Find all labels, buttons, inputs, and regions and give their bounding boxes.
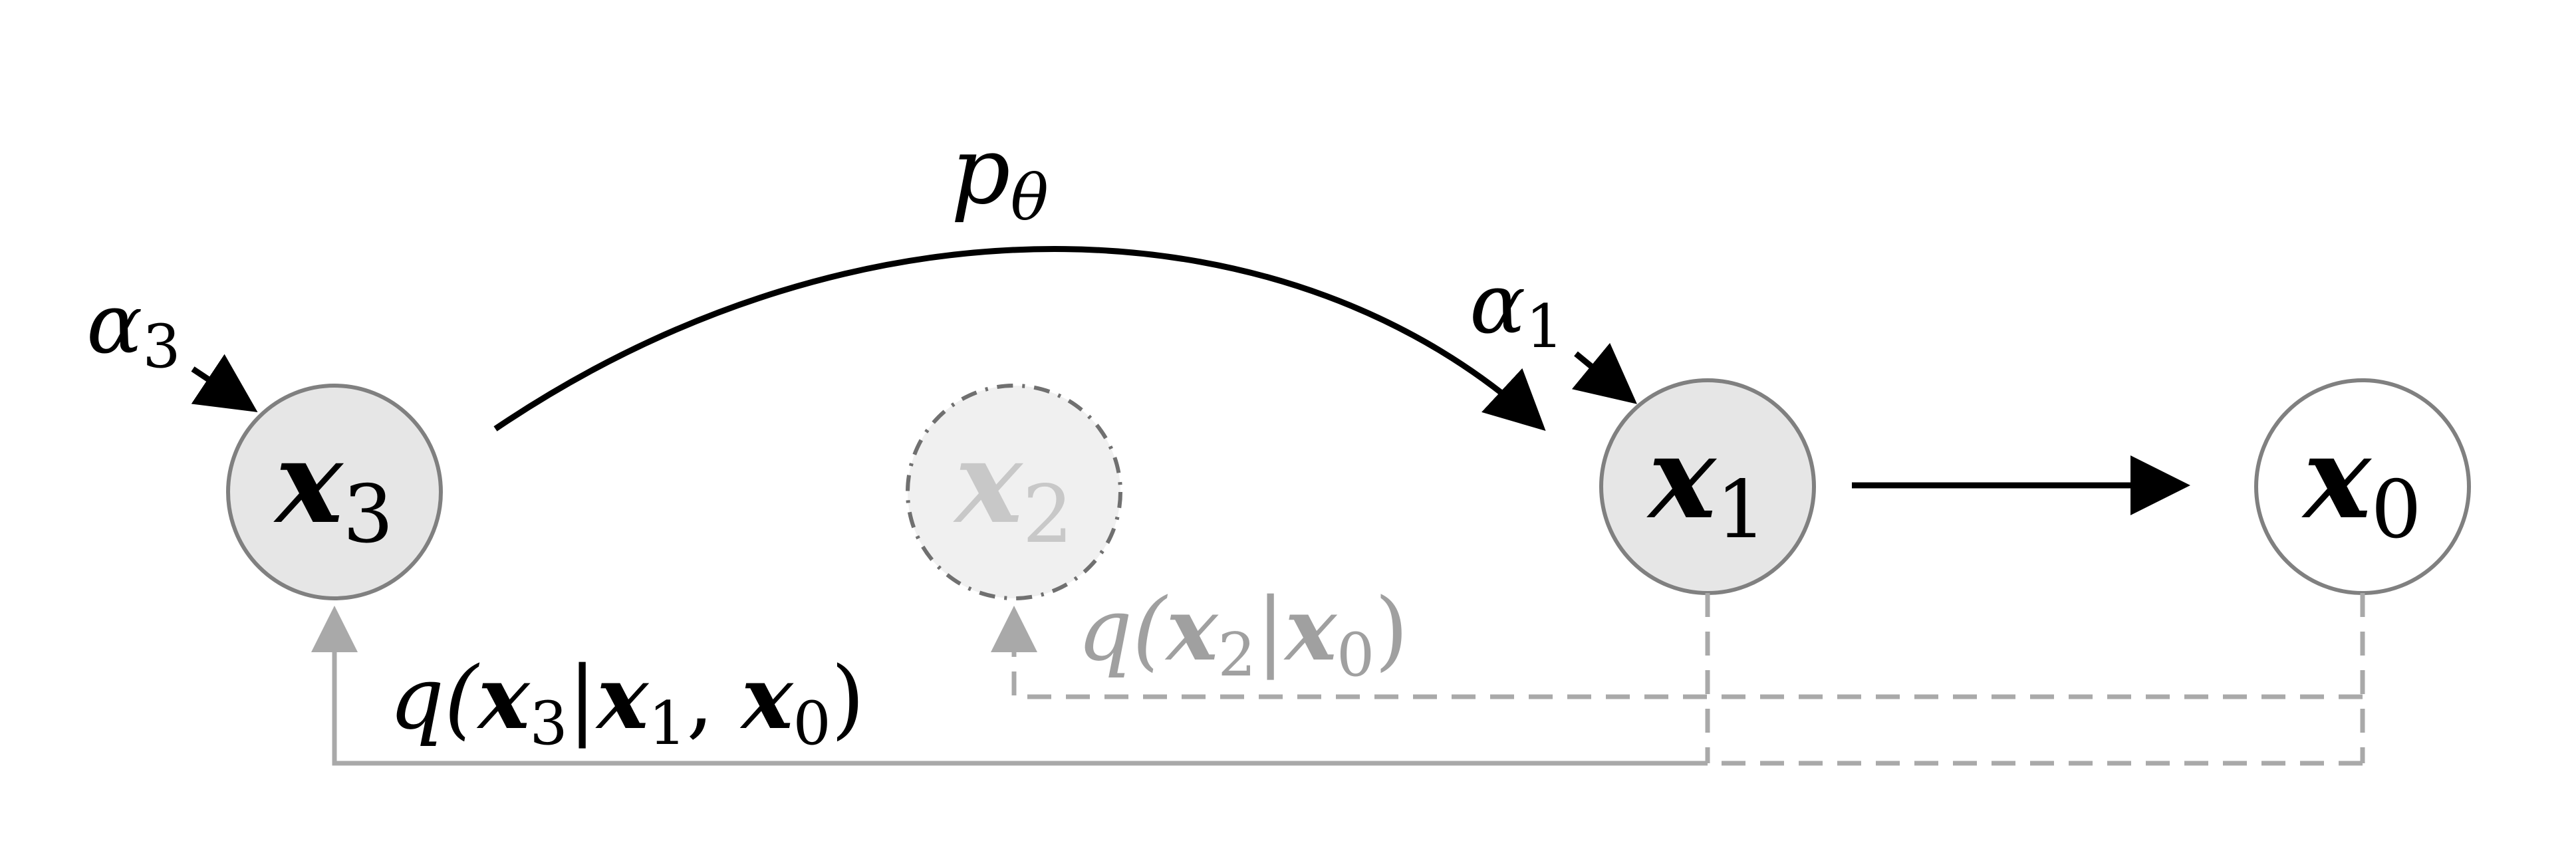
- node-x2: x2: [906, 384, 1122, 600]
- node-x0-sub: 0: [2371, 464, 2422, 556]
- p-theta-arc: [493, 246, 1546, 431]
- node-x3: x3: [226, 384, 443, 600]
- q2-dashed-path: [991, 606, 2363, 699]
- svg-text:x3: x3: [273, 416, 394, 561]
- svg-text:x1: x1: [1646, 412, 1767, 556]
- node-x1-sub: 1: [1716, 464, 1767, 556]
- p-theta-label: pθ: [951, 117, 1049, 235]
- alpha1-arrow: [1571, 342, 1637, 404]
- q3-solid-path: [311, 606, 1708, 766]
- svg-text:x2: x2: [953, 416, 1073, 561]
- node-x3-sub: 3: [343, 469, 394, 561]
- node-x1-var: x: [1646, 412, 1717, 545]
- node-x1: x1: [1599, 378, 1816, 595]
- node-x3-var: x: [273, 416, 344, 549]
- svg-text:x0: x0: [2301, 412, 2422, 556]
- alpha3-label: α3: [86, 276, 181, 382]
- q2-label: q(x2|x0): [1077, 578, 1408, 690]
- node-x2-sub: 2: [1023, 469, 1073, 561]
- node-x0-var: x: [2301, 412, 2372, 545]
- q3-label: q(x3|x1, x0): [389, 647, 864, 759]
- node-x2-var: x: [953, 416, 1023, 549]
- alpha3-arrow: [191, 354, 258, 412]
- alpha1-label: α1: [1470, 256, 1564, 362]
- node-x0: x0: [2254, 378, 2471, 595]
